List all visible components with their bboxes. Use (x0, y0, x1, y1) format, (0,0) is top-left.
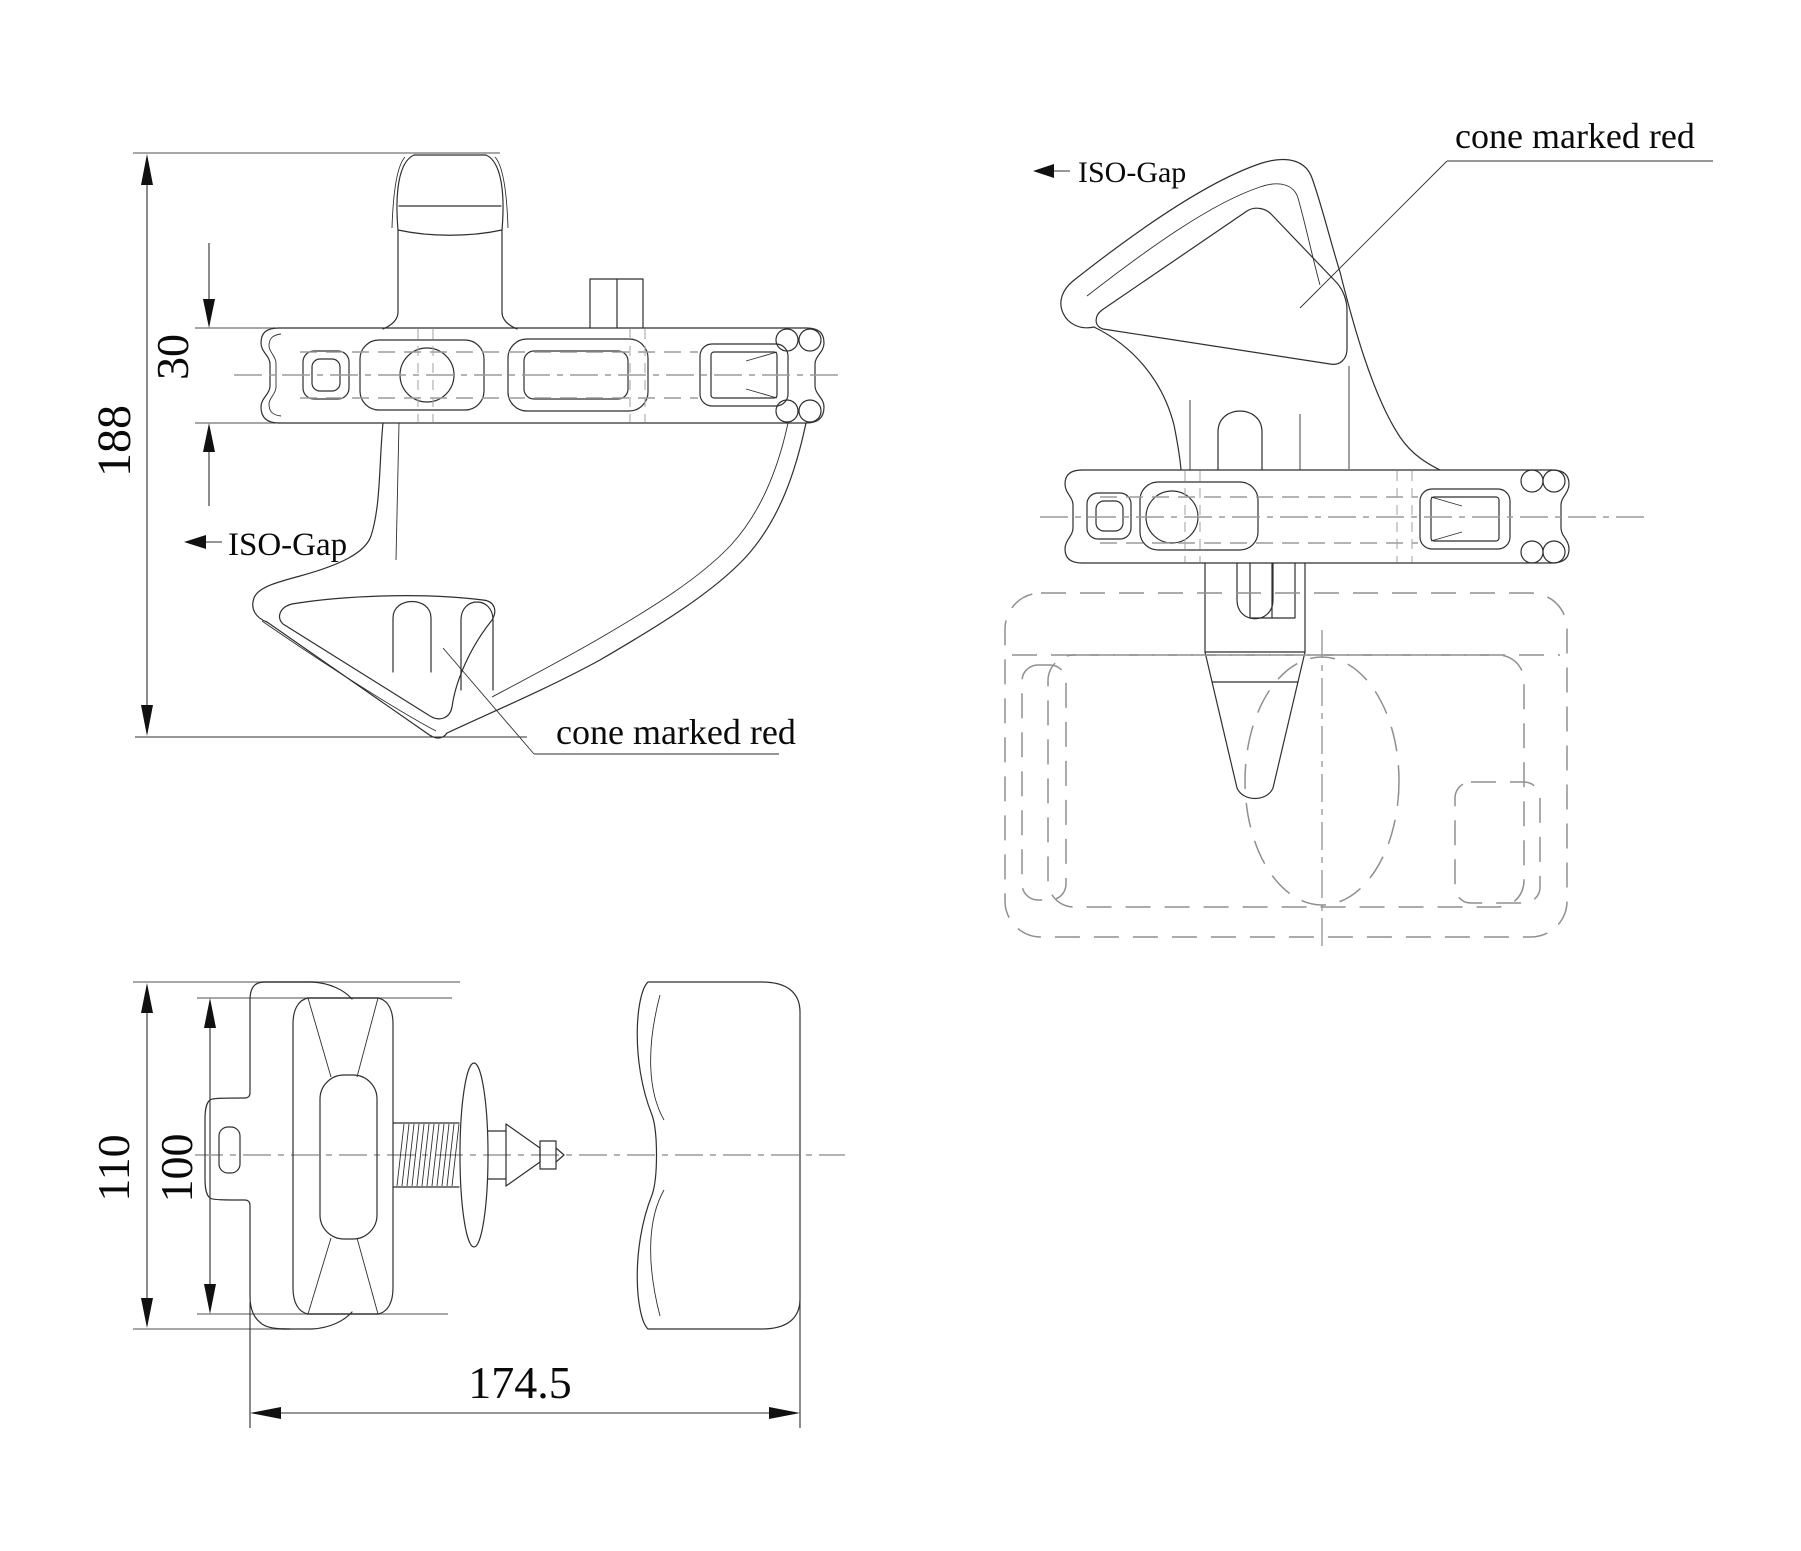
dim-label-188: 188 (88, 405, 141, 477)
iso-gap-annotation-2: ISO-Gap (1033, 156, 1186, 189)
casting-oval-hole (1244, 656, 1400, 906)
arrow-up-icon (141, 983, 153, 1013)
iso-gap-annotation: ISO-Gap (184, 527, 347, 563)
lashing-plate-2 (1040, 469, 1648, 564)
arrow-right-icon (769, 1407, 800, 1419)
arrow-left-icon (184, 535, 206, 549)
lashing-plate (234, 327, 840, 424)
arrow-down-icon (203, 299, 215, 328)
dimension-100: 100 (151, 997, 452, 1315)
thread-hatching (396, 1123, 460, 1187)
cone-marked-red-label: cone marked red (556, 712, 796, 752)
twistlock-head (382, 154, 518, 330)
washer-disc (459, 1062, 489, 1248)
dim-label-100: 100 (151, 1134, 202, 1203)
arrow-left-icon (250, 1407, 281, 1419)
dim-label-174-5: 174.5 (468, 1357, 572, 1408)
right-flange (636, 981, 801, 1330)
iso-gap-block (589, 278, 644, 329)
arrow-up-icon (203, 423, 215, 452)
dimension-174-5: 174.5 (249, 1300, 801, 1428)
arrow-up-icon (141, 154, 153, 185)
cone-marked-red-annotation: cone marked red (442, 647, 796, 755)
hook-body (252, 422, 807, 739)
cone-marked-red-label: cone marked red (1455, 116, 1695, 156)
corner-casting-hidden (1004, 592, 1568, 938)
arrow-down-icon (204, 1284, 216, 1314)
view-side-elevation: 188 30 ISO-Gap (88, 152, 840, 755)
iso-gap-label: ISO-Gap (1078, 156, 1186, 189)
arrow-down-icon (141, 705, 153, 736)
arrow-up-icon (204, 998, 216, 1028)
view-installed-elevation: ISO-Gap cone marked red (1004, 116, 1713, 950)
arrow-down-icon (141, 1298, 153, 1328)
hook-body-2 (1060, 158, 1441, 471)
center-body (292, 997, 394, 1315)
dim-label-30: 30 (147, 334, 198, 380)
cone-marked-red-annotation-2: cone marked red (1299, 116, 1713, 309)
dimension-30: 30 (147, 243, 275, 506)
threaded-spindle (392, 1062, 565, 1248)
view-plan: 110 100 174.5 (88, 981, 845, 1428)
iso-gap-label: ISO-Gap (228, 527, 347, 563)
arrow-left-icon (1033, 164, 1054, 178)
lower-cone-2 (1204, 562, 1323, 950)
dim-label-110: 110 (88, 1134, 139, 1201)
dimension-188: 188 (88, 152, 527, 738)
